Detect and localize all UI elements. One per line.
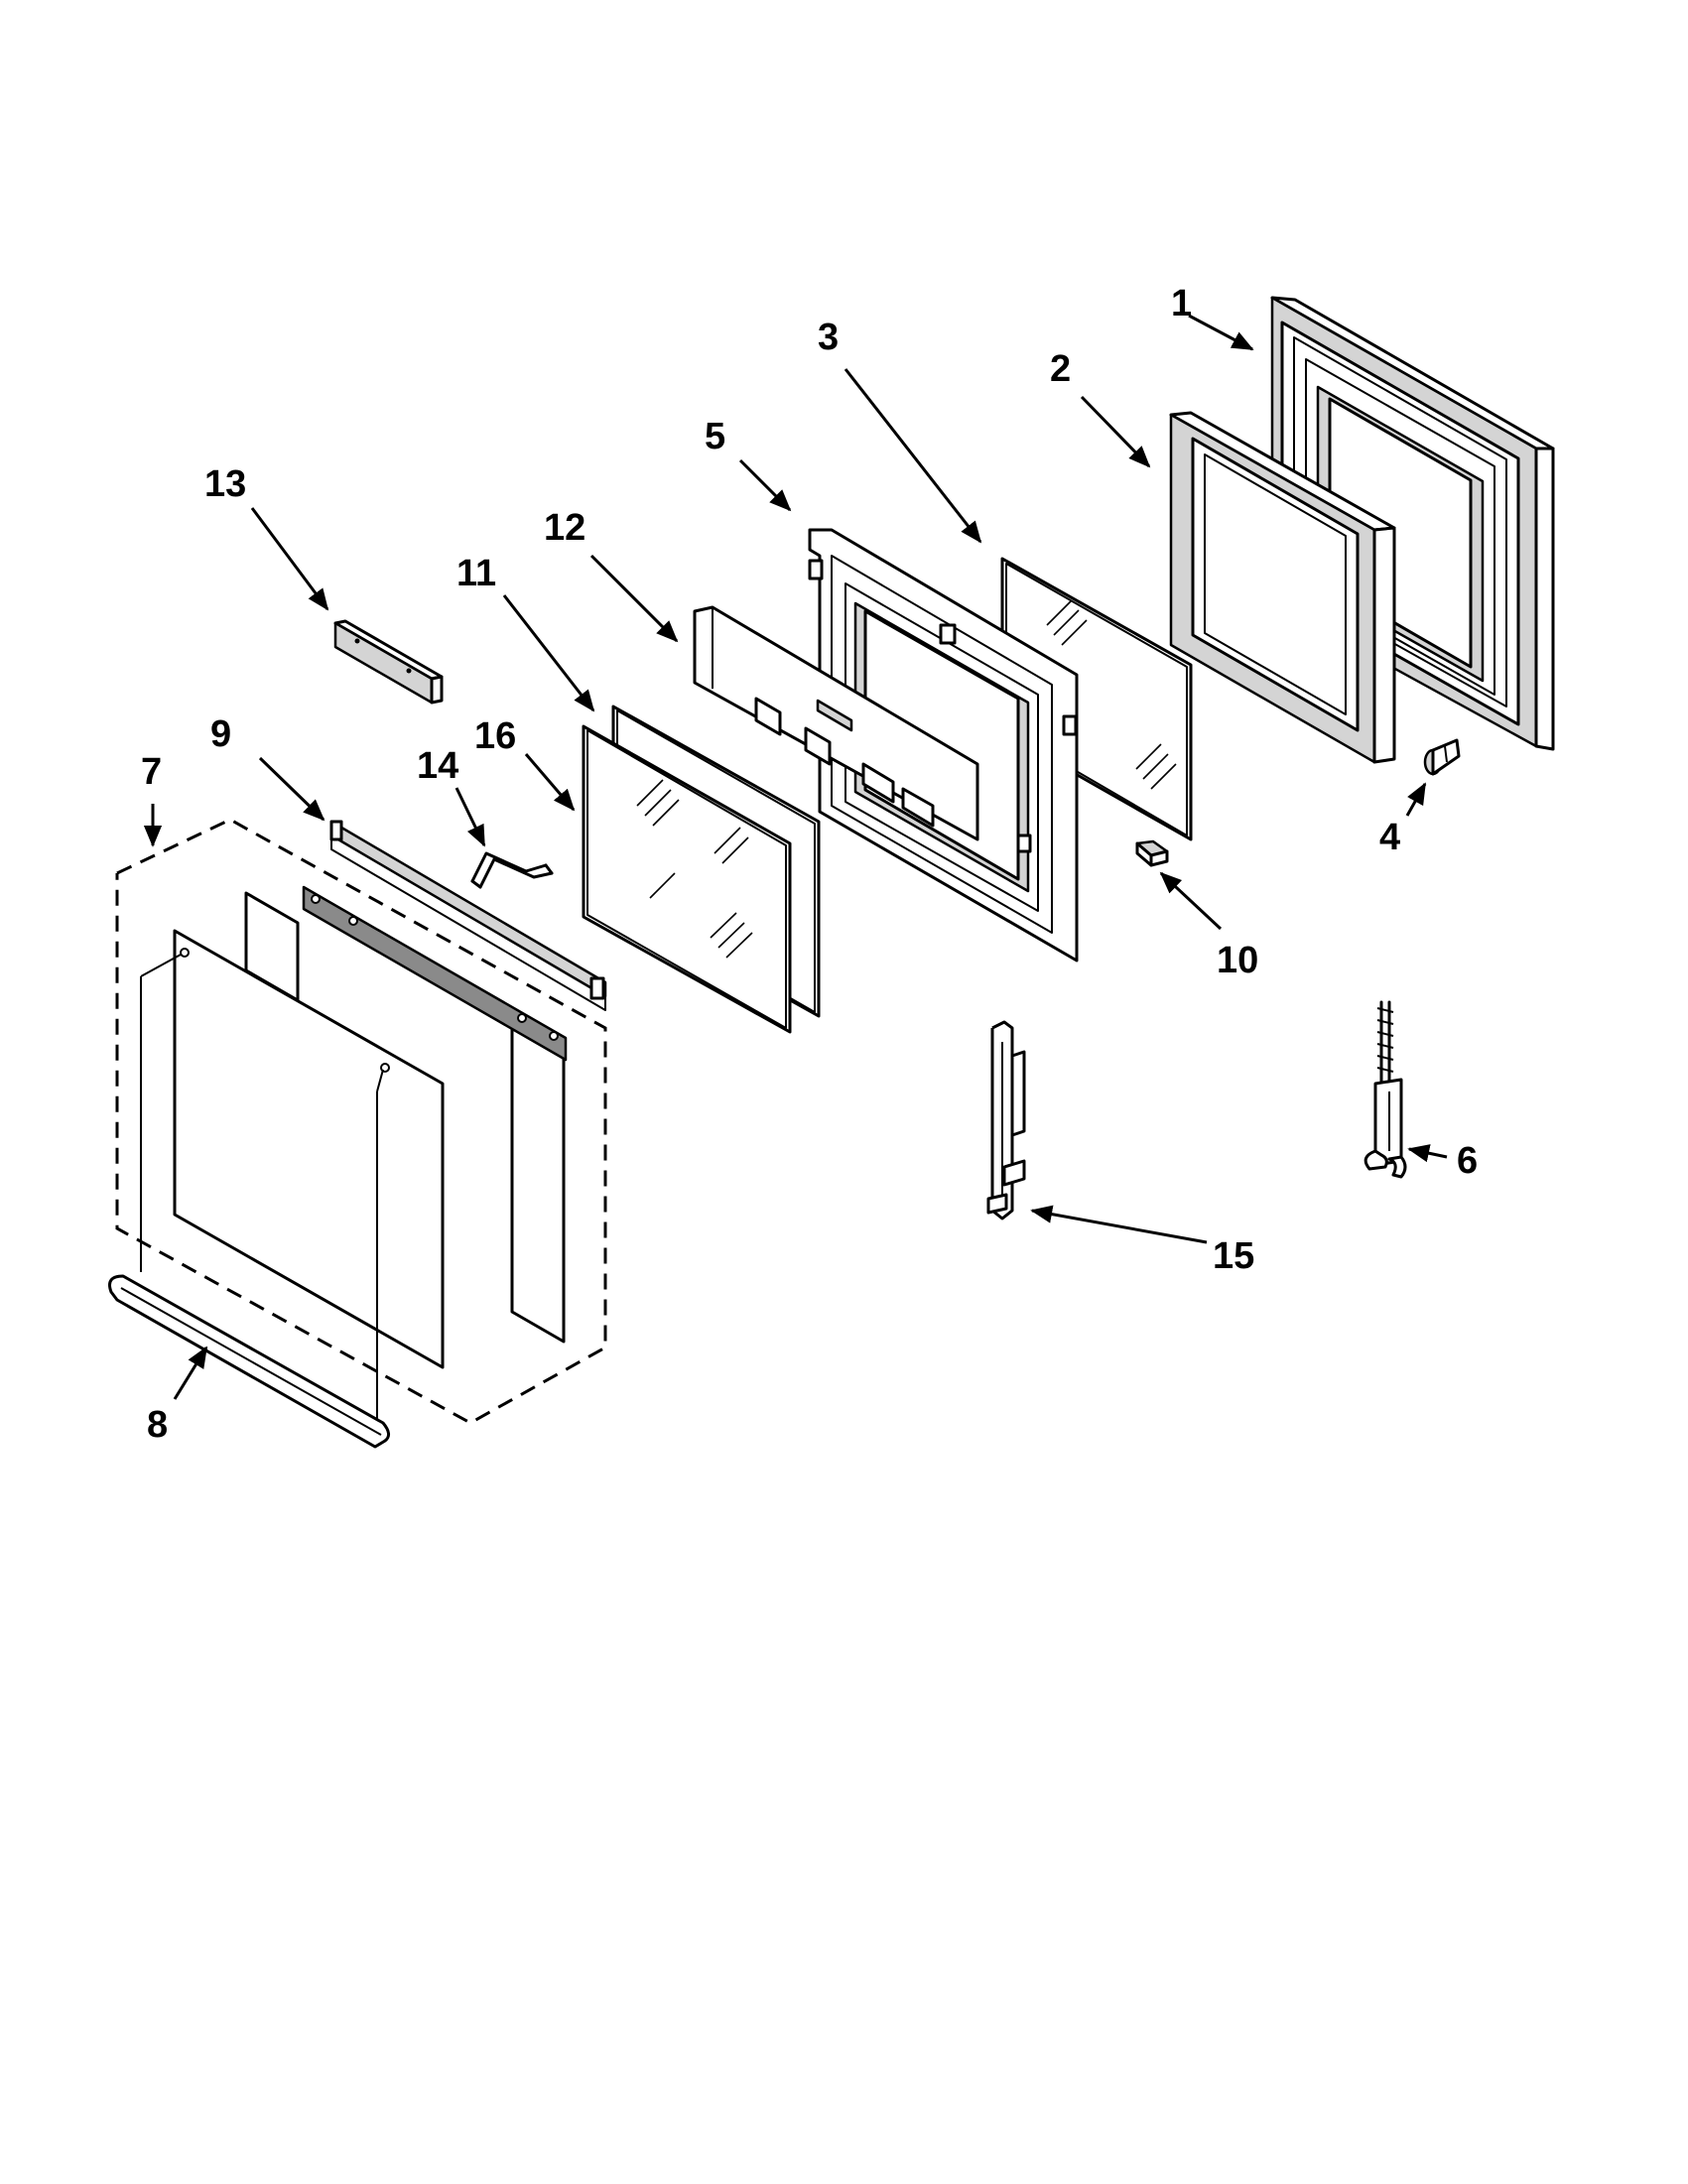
leader-16: [524, 753, 576, 812]
part-15-hinge-receiver: [986, 1020, 1026, 1220]
callout-5: 5: [705, 416, 725, 457]
leader-15: [1030, 1205, 1208, 1244]
callout-labels: 1 2 3 4 5 6 7 8 9 10 11 12 13 14 15 16: [141, 283, 1478, 1446]
part-14-clip: [470, 851, 554, 889]
callout-12: 12: [544, 507, 585, 549]
leader-4: [1405, 782, 1427, 817]
callout-13: 13: [204, 463, 246, 505]
leader-10: [1159, 871, 1223, 931]
part-16-glass: [582, 724, 792, 1034]
callout-14: 14: [417, 745, 458, 787]
leader-5: [738, 458, 792, 512]
callout-15: 15: [1213, 1235, 1254, 1277]
part-7-outer-panel-assembly: [115, 818, 607, 1425]
leader-14: [454, 787, 486, 847]
callout-7: 7: [141, 751, 162, 793]
part-4-screw: [1423, 738, 1461, 776]
callout-1: 1: [1171, 283, 1192, 324]
callout-10: 10: [1217, 940, 1258, 981]
callout-4: 4: [1379, 817, 1400, 858]
leader-13: [250, 507, 329, 611]
leader-9: [258, 756, 325, 822]
callout-2: 2: [1050, 348, 1071, 390]
part-10-clip: [1135, 839, 1169, 867]
callout-6: 6: [1457, 1140, 1478, 1182]
leader-lines: [143, 314, 1448, 1400]
callout-8: 8: [147, 1404, 168, 1446]
part-8-handle: [108, 1274, 390, 1449]
leader-12: [589, 554, 679, 643]
leader-8: [173, 1346, 208, 1400]
callout-11: 11: [456, 553, 496, 594]
leader-6: [1407, 1144, 1448, 1163]
callout-9: 9: [210, 713, 231, 755]
part-6-hinge: [1363, 1000, 1407, 1179]
leader-3: [844, 368, 982, 544]
leader-2: [1080, 395, 1151, 468]
leader-1: [1188, 314, 1254, 351]
part-2-door-frame: [1169, 411, 1396, 764]
part-9-rail: [329, 820, 607, 1011]
callout-3: 3: [818, 317, 839, 358]
part-13-bracket: [333, 619, 444, 705]
part-12-heat-shield: [693, 605, 979, 841]
callout-16: 16: [474, 715, 516, 757]
leader-11: [502, 594, 595, 712]
